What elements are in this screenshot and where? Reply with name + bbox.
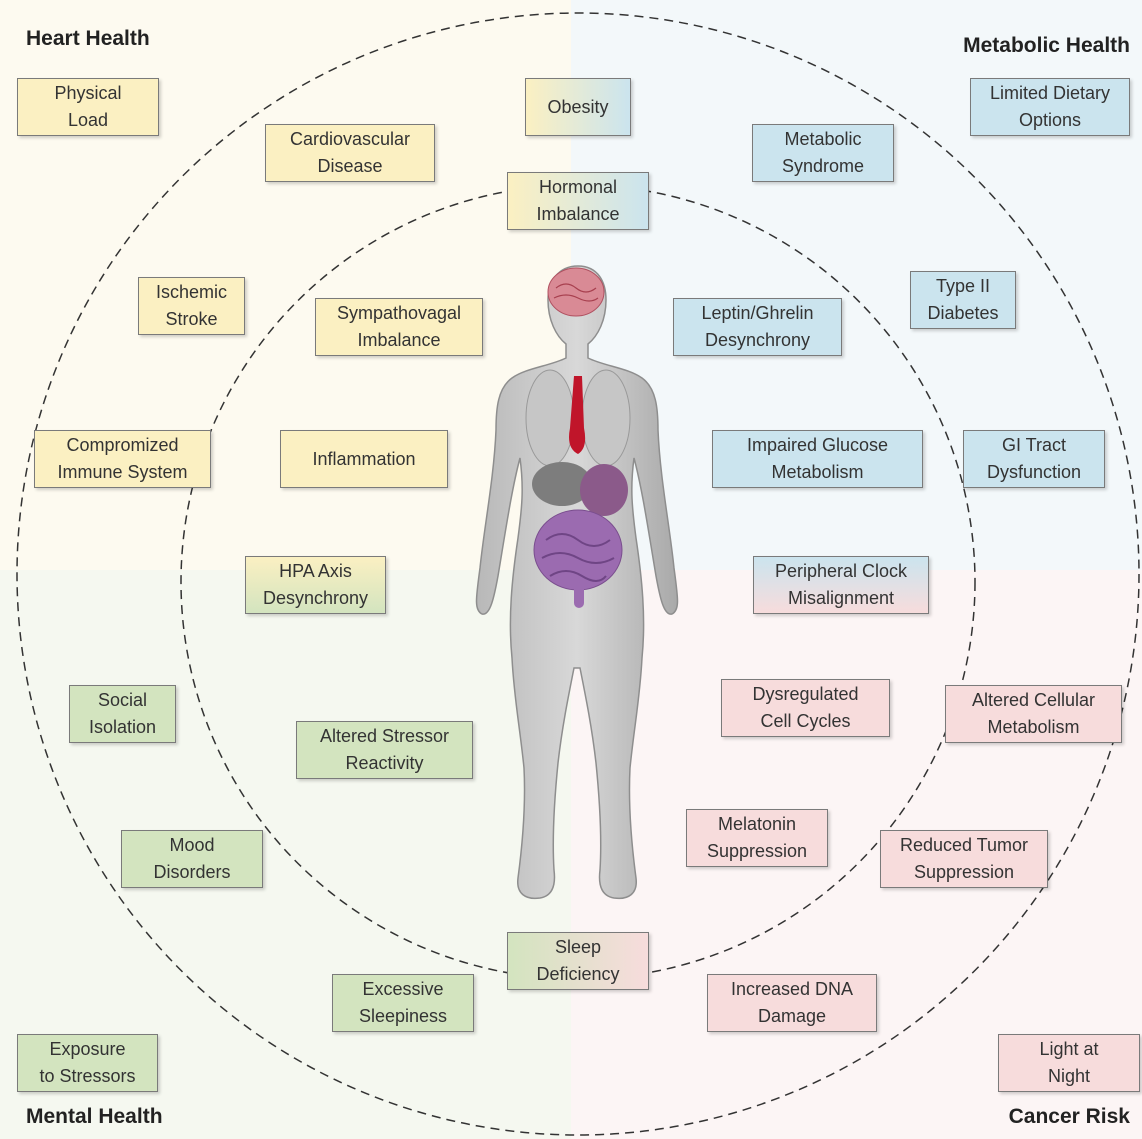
box-mood-disorders: Mood Disorders xyxy=(121,830,263,888)
box-cardiovascular-disease: Cardiovascular Disease xyxy=(265,124,435,182)
box-exposure-to-stressors: Exposure to Stressors xyxy=(17,1034,158,1092)
corner-heart-health: Heart Health xyxy=(26,27,150,51)
box-melatonin-suppression: Melatonin Suppression xyxy=(686,809,828,867)
box-inflammation: Inflammation xyxy=(280,430,448,488)
box-obesity: Obesity xyxy=(525,78,631,136)
box-compromized-immune-system: Compromized Immune System xyxy=(34,430,211,488)
box-ischemic-stroke: Ischemic Stroke xyxy=(138,277,245,335)
box-hpa-axis-desynchrony: HPA Axis Desynchrony xyxy=(245,556,386,614)
box-dysregulated-cell-cycles: Dysregulated Cell Cycles xyxy=(721,679,890,737)
box-peripheral-clock-misalignment: Peripheral Clock Misalignment xyxy=(753,556,929,614)
right-lung xyxy=(582,370,630,466)
box-altered-stressor-reactivity: Altered Stressor Reactivity xyxy=(296,721,473,779)
box-sympathovagal-imbalance: Sympathovagal Imbalance xyxy=(315,298,483,356)
box-limited-dietary-options: Limited Dietary Options xyxy=(970,78,1130,136)
box-social-isolation: Social Isolation xyxy=(69,685,176,743)
box-gi-tract-dysfunction: GI Tract Dysfunction xyxy=(963,430,1105,488)
corner-mental-health: Mental Health xyxy=(26,1105,163,1129)
box-hormonal-imbalance: Hormonal Imbalance xyxy=(507,172,649,230)
box-physical-load: Physical Load xyxy=(17,78,159,136)
corner-metabolic-health: Metabolic Health xyxy=(963,34,1130,58)
box-metabolic-syndrome: Metabolic Syndrome xyxy=(752,124,894,182)
human-body-illustration xyxy=(470,258,700,908)
box-sleep-deficiency: Sleep Deficiency xyxy=(507,932,649,990)
intestines-organ xyxy=(534,510,622,590)
box-increased-dna-damage: Increased DNA Damage xyxy=(707,974,877,1032)
box-reduced-tumor-suppression: Reduced Tumor Suppression xyxy=(880,830,1048,888)
box-type-ii-diabetes: Type II Diabetes xyxy=(910,271,1016,329)
box-excessive-sleepiness: Excessive Sleepiness xyxy=(332,974,474,1032)
brain-organ xyxy=(548,268,604,316)
stomach-organ xyxy=(580,464,628,516)
corner-cancer-risk: Cancer Risk xyxy=(1009,1105,1130,1129)
left-lung xyxy=(526,370,574,466)
box-light-at-night: Light at Night xyxy=(998,1034,1140,1092)
box-altered-cellular-metabolism: Altered Cellular Metabolism xyxy=(945,685,1122,743)
box-leptin-ghrelin-desynchrony: Leptin/Ghrelin Desynchrony xyxy=(673,298,842,356)
box-impaired-glucose-metabolism: Impaired Glucose Metabolism xyxy=(712,430,923,488)
